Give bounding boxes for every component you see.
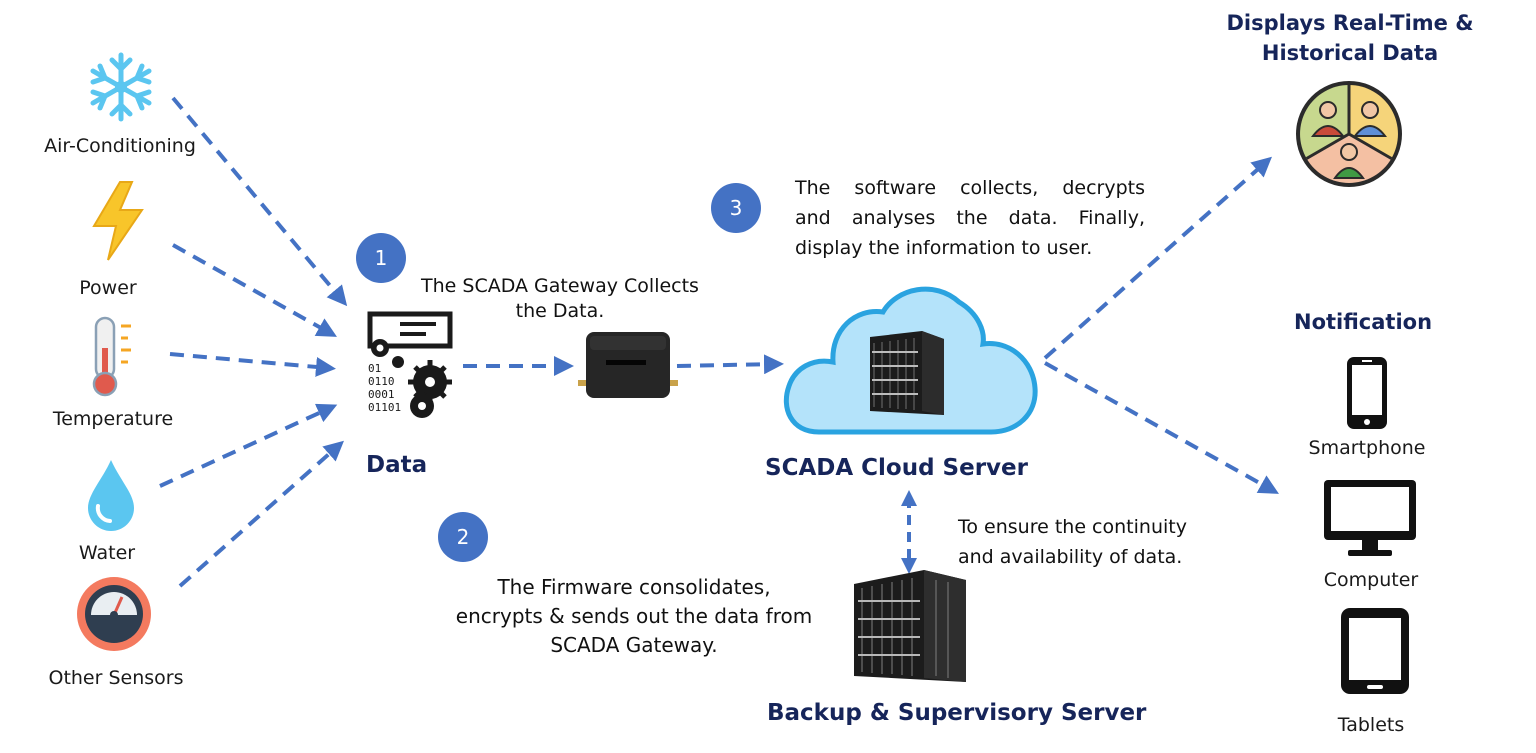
smartphone-icon <box>1347 357 1387 429</box>
step-3-line: display the information to user. <box>795 237 1093 259</box>
data-gear-icon <box>367 311 453 418</box>
backup-server-label: Backup & Supervisory Server <box>767 700 1147 726</box>
arrow-air-to-data <box>171 96 348 307</box>
sensor-air-label: Air-Conditioning <box>44 135 196 157</box>
step-2-line: The Firmware consolidates, <box>497 575 771 599</box>
step-2-line: encrypts & sends out the data from <box>455 604 813 628</box>
notification-title: Notification <box>1294 310 1433 334</box>
arrow-power-to-data <box>172 243 337 337</box>
backup-note: To ensure the continuity and availabilit… <box>958 512 1187 572</box>
step-3-line: and analyses the data. Finally, <box>795 207 1145 229</box>
sensor-temperature-label: Temperature <box>52 408 174 430</box>
sensor-water-label: Water <box>78 542 136 564</box>
step-2-text: The Firmware consolidates, encrypts & se… <box>418 573 850 660</box>
backup-server-icon <box>854 570 966 682</box>
step-3-text: The software collects, decrypts and anal… <box>795 173 1145 263</box>
device-smartphone-label: Smartphone <box>1308 437 1426 459</box>
displays-title-line: Historical Data <box>1261 41 1439 65</box>
step-3-line: The software collects, decrypts <box>795 177 1145 199</box>
sensor-other-label: Other Sensors <box>48 667 184 689</box>
displays-title: Displays Real-Time & Historical Data <box>1200 8 1500 68</box>
data-bit-row: 01101 <box>368 401 402 414</box>
scada-gateway-device <box>578 332 678 398</box>
data-bit-row: 0110 <box>368 375 395 388</box>
backup-note-line: and availability of data. <box>958 546 1183 568</box>
arrow-cloud-to-notification <box>1044 361 1279 494</box>
displays-title-line: Displays Real-Time & <box>1226 11 1474 35</box>
data-bit-row: 01 <box>368 362 382 375</box>
arrow-gateway-to-cloud <box>676 354 784 375</box>
cloud-server-label: SCADA Cloud Server <box>765 455 1028 481</box>
arrow-temp-to-data <box>169 352 336 377</box>
step-2-line: SCADA Gateway. <box>550 633 718 657</box>
backup-note-line: To ensure the continuity <box>958 516 1187 538</box>
lightning-icon <box>92 181 144 261</box>
step-1-text: The SCADA Gateway Collects the Data. <box>405 274 715 324</box>
data-label: Data <box>366 452 428 478</box>
data-bit-row: 0001 <box>368 388 395 401</box>
water-drop-icon <box>88 460 134 531</box>
thermometer-icon <box>92 316 131 397</box>
step-1-line: the Data. <box>515 300 605 322</box>
sensor-power-label: Power <box>79 277 137 299</box>
step-1-badge: 1 <box>356 233 406 283</box>
arrow-cloud-to-displays <box>1043 156 1272 360</box>
gauge-icon <box>77 577 151 651</box>
device-tablets-label: Tablets <box>1337 714 1405 736</box>
step-1-line: The SCADA Gateway Collects <box>421 275 699 297</box>
device-computer-label: Computer <box>1323 569 1419 591</box>
tablet-icon <box>1341 608 1409 694</box>
server-rack-icon <box>870 331 944 415</box>
step-3-badge: 3 <box>711 183 761 233</box>
arrow-water-to-data <box>159 403 338 488</box>
step-2-badge: 2 <box>438 512 488 562</box>
computer-icon <box>1324 480 1416 556</box>
data-bits: 01 0110 0001 01101 <box>368 362 401 414</box>
snowflake-icon <box>90 52 152 122</box>
arrow-other-to-data <box>178 440 344 588</box>
users-dashboard-icon <box>1296 81 1402 187</box>
